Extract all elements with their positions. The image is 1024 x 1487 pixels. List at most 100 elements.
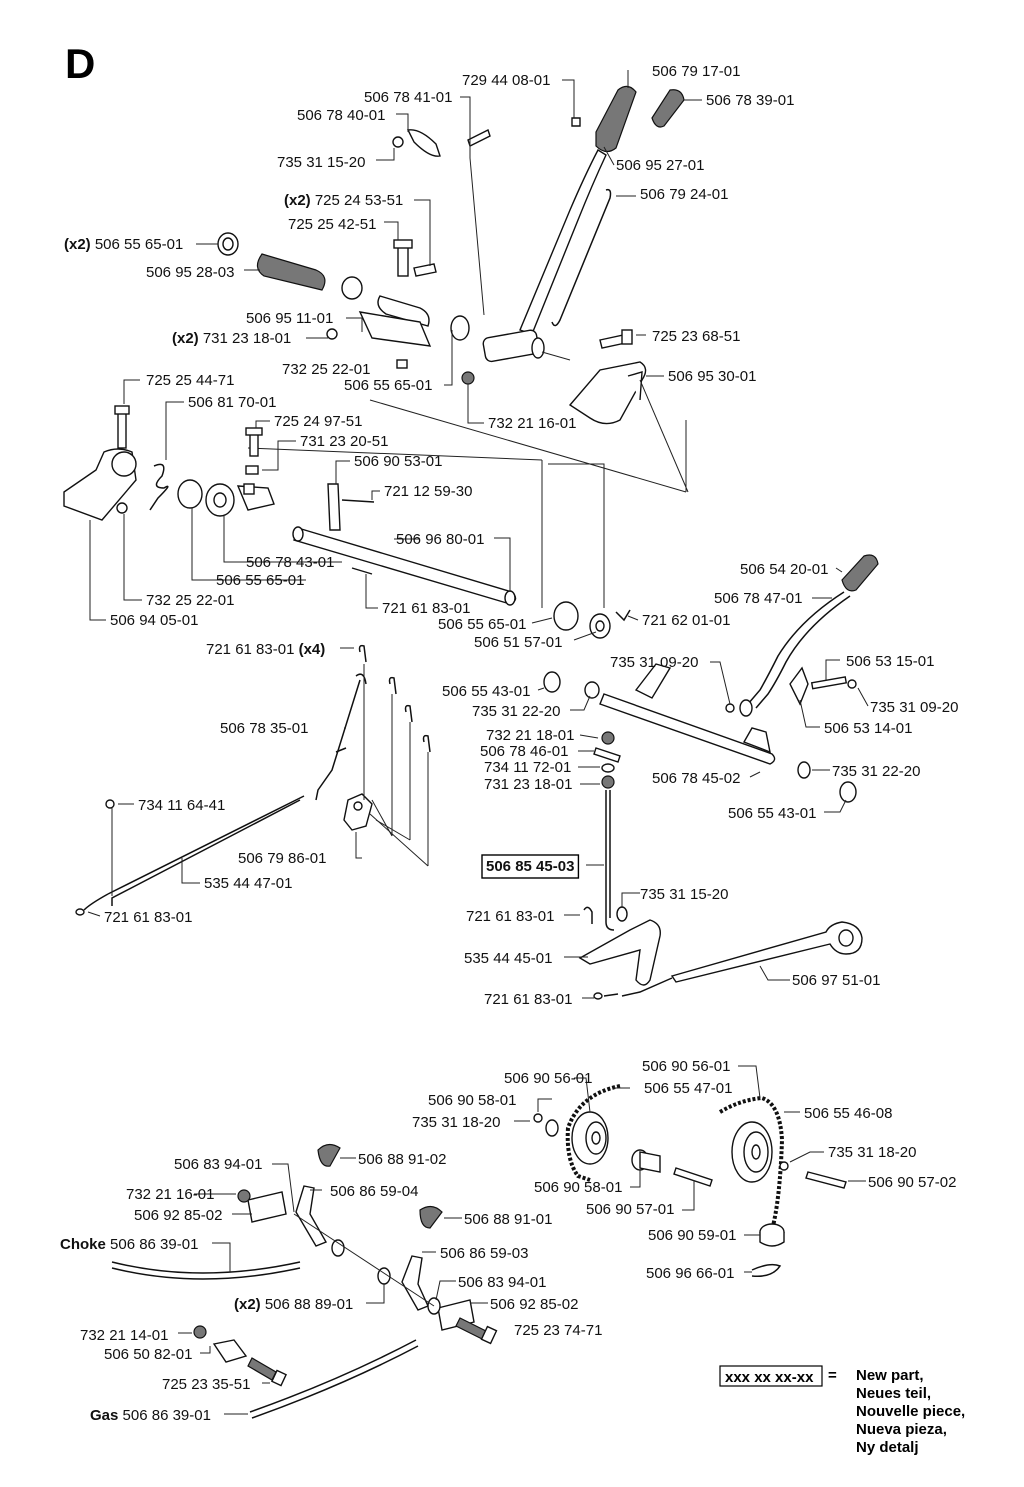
part-label-l54: 506 85 45-03 (486, 858, 574, 875)
part-label-l56: 735 31 15-20 (640, 886, 728, 903)
part-number: 506 88 89-01 (265, 1296, 353, 1313)
part-label-l28: 506 55 65-01 (216, 572, 304, 589)
throttle-assembly (537, 554, 879, 1000)
part-number: 506 95 11-01 (246, 310, 333, 327)
part-label-l63: 506 90 56-01 (642, 1058, 730, 1075)
part-label-suffix: (x4) (294, 641, 325, 658)
part-number: 506 86 59-03 (440, 1245, 528, 1262)
part-label-l1: 729 44 08-01 (462, 72, 550, 89)
part-number: 721 61 83-01 (484, 991, 572, 1008)
part-label-l14: 725 23 68-51 (652, 328, 740, 345)
part-label-prefix: (x2) (234, 1296, 265, 1313)
part-number: 725 25 44-71 (146, 372, 234, 389)
part-number: 735 31 22-20 (832, 763, 920, 780)
part-label-l17: 506 55 65-01 (344, 377, 432, 394)
part-label-l35: 506 54 20-01 (740, 561, 828, 578)
part-label-l52: 506 55 43-01 (728, 805, 816, 822)
part-number: 535 44 47-01 (204, 875, 292, 892)
part-number: 506 90 59-01 (648, 1227, 736, 1244)
part-label-prefix: (x2) (172, 330, 203, 347)
part-label-l67: 506 55 46-08 (804, 1105, 892, 1122)
part-number: 725 23 35-51 (162, 1376, 250, 1393)
part-label-l11: (x2) 506 55 65-01 (64, 236, 183, 253)
part-label-l60: 506 97 51-01 (792, 972, 880, 989)
legend-sample: xxx xx xx-xx (725, 1369, 814, 1386)
legend-line-2: Neues teil, (856, 1385, 931, 1402)
part-label-l34: 506 51 57-01 (474, 634, 562, 651)
legend-equals: = (828, 1367, 837, 1384)
part-number: 731 23 18-01 (203, 330, 291, 347)
part-label-l74: 506 86 59-04 (330, 1183, 418, 1200)
legend-line-1: New part, (856, 1367, 924, 1384)
part-label-l76: 506 90 57-01 (586, 1201, 674, 1218)
part-label-l19: 725 25 44-71 (146, 372, 234, 389)
part-label-l20: 732 21 16-01 (488, 415, 576, 432)
part-number: 725 23 68-51 (652, 328, 740, 345)
part-number: 506 54 20-01 (740, 561, 828, 578)
part-number: 732 21 16-01 (126, 1186, 214, 1203)
part-label-l6: 735 31 15-20 (277, 154, 365, 171)
part-number: 506 86 39-01 (123, 1407, 211, 1424)
part-label-l70: 506 88 91-02 (358, 1151, 446, 1168)
part-label-l8: (x2) 725 24 53-51 (284, 192, 403, 209)
part-label-l40: 506 55 43-01 (442, 683, 530, 700)
part-number: 732 21 16-01 (488, 415, 576, 432)
part-number: 506 55 65-01 (95, 236, 183, 253)
part-label-l80: 506 86 59-03 (440, 1245, 528, 1262)
part-label-l50: 506 78 45-02 (652, 770, 740, 787)
part-number: 506 90 57-02 (868, 1174, 956, 1191)
part-label-l89: Gas 506 86 39-01 (90, 1407, 211, 1424)
part-number: 735 31 09-20 (610, 654, 698, 671)
part-number: 506 83 94-01 (458, 1274, 546, 1291)
part-label-prefix: Choke (60, 1236, 110, 1253)
part-number: 506 95 30-01 (668, 368, 756, 385)
part-label-l13: 506 95 11-01 (246, 310, 333, 327)
part-label-l27: 506 78 43-01 (246, 554, 334, 571)
part-number: 732 21 14-01 (80, 1327, 168, 1344)
part-number: 729 44 08-01 (462, 72, 550, 89)
part-number: 506 55 65-01 (216, 572, 304, 589)
part-number: 735 31 22-20 (472, 703, 560, 720)
part-label-l81: 506 96 66-01 (646, 1265, 734, 1282)
part-number: 506 92 85-02 (490, 1296, 578, 1313)
shaft-assembly (63, 379, 639, 641)
part-label-l53: 506 79 86-01 (238, 850, 326, 867)
part-label-l55: 535 44 47-01 (204, 875, 292, 892)
part-number: 535 44 45-01 (464, 950, 552, 967)
part-label-l64: 506 55 47-01 (644, 1080, 732, 1097)
section-letter: D (65, 40, 95, 87)
part-number: 506 78 45-02 (652, 770, 740, 787)
part-number: 732 25 22-01 (146, 592, 234, 609)
part-number: 721 61 83-01 (206, 641, 294, 658)
part-number: 506 55 65-01 (344, 377, 432, 394)
part-number: 506 78 43-01 (246, 554, 334, 571)
part-number: 506 90 56-01 (504, 1070, 592, 1087)
part-label-l62: 506 90 56-01 (504, 1070, 592, 1087)
part-number: 506 86 39-01 (110, 1236, 198, 1253)
part-label-l51: 734 11 64-41 (138, 797, 225, 814)
part-number: 506 95 27-01 (616, 157, 704, 174)
legend-sample-box (719, 1365, 823, 1387)
part-label-l85: 725 23 74-71 (514, 1322, 602, 1339)
part-number: 506 95 28-03 (146, 264, 234, 281)
part-label-l26: 506 96 80-01 (396, 531, 484, 548)
part-number: 735 31 18-20 (828, 1144, 916, 1161)
part-number: 506 55 65-01 (438, 616, 526, 633)
part-number: 721 61 83-01 (104, 909, 192, 926)
part-number: 735 31 15-20 (640, 886, 728, 903)
part-label-l10: 725 25 42-51 (288, 216, 376, 233)
new-part-legend: xxx xx xx-xx = New part, Neues teil, Nou… (719, 1365, 965, 1456)
part-label-l32: 506 55 65-01 (438, 616, 526, 633)
part-number: 731 23 18-01 (484, 776, 572, 793)
part-number: 735 31 15-20 (277, 154, 365, 171)
part-number: 734 11 64-41 (138, 797, 225, 814)
part-label-l33: 721 62 01-01 (642, 612, 730, 629)
part-number: 734 11 72-01 (484, 759, 571, 776)
part-label-l86: 732 21 14-01 (80, 1327, 168, 1344)
part-number: 731 23 20-51 (300, 433, 388, 450)
part-label-l84: 506 92 85-02 (490, 1296, 578, 1313)
part-label-l73: 732 21 16-01 (126, 1186, 214, 1203)
part-number: 721 12 59-30 (384, 483, 472, 500)
part-number: 506 79 17-01 (652, 63, 740, 80)
